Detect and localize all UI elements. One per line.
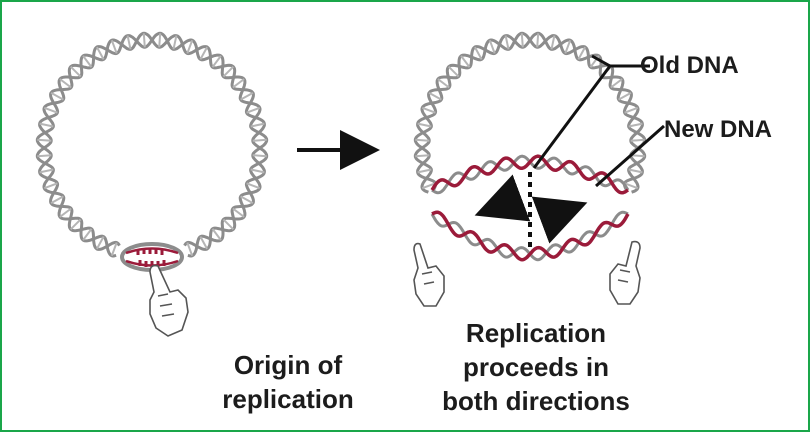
label-new-dna: New DNA [664, 116, 772, 144]
pointing-hand-right-left [414, 244, 444, 306]
label-old-dna: Old DNA [640, 52, 739, 80]
label-replication-line-2: proceeds in [400, 350, 672, 384]
fork-arrow-right [546, 206, 578, 214]
label-replication-line-1: Replication [400, 316, 672, 350]
right-dna-helix [415, 33, 644, 192]
pointing-hand-left [150, 266, 188, 336]
label-origin-line-1: Origin of [193, 348, 383, 382]
label-origin-of-replication: Origin of replication [193, 348, 383, 416]
left-circular-dna [37, 33, 266, 270]
left-dna-helix [37, 33, 266, 256]
label-origin-line-2: replication [193, 382, 383, 416]
label-replication-line-3: both directions [400, 384, 672, 418]
label-replication-both-directions: Replication proceeds in both directions [400, 316, 672, 418]
pointing-hand-right-right [610, 242, 640, 304]
fork-arrow-left [484, 208, 515, 213]
